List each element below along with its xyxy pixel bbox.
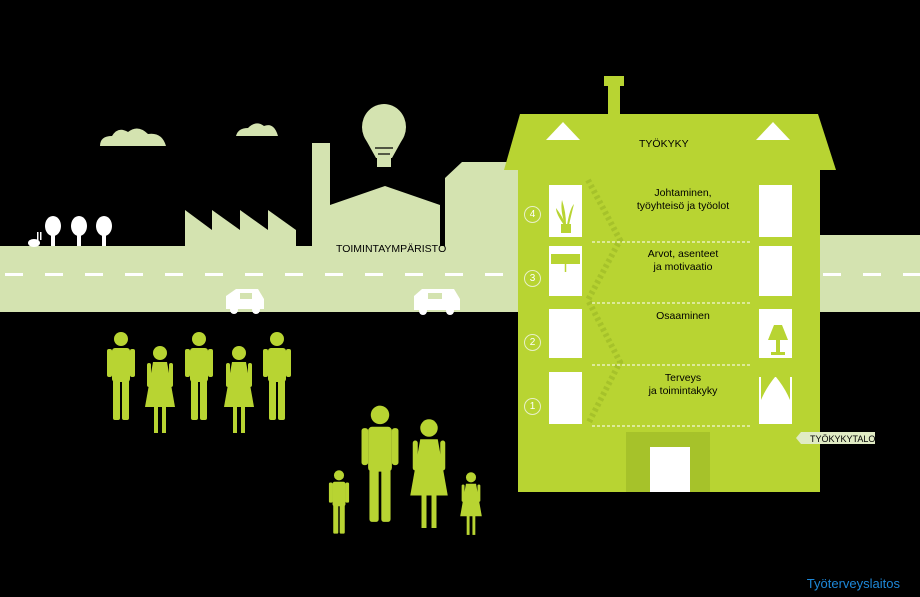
picture-icon — [551, 254, 580, 272]
floor-4-text: Johtaminen, työyhteisö ja työolot — [636, 187, 730, 212]
people-group-icon — [107, 332, 291, 433]
environment-label: TOIMINTAYMPÄRISTÖ — [336, 243, 447, 255]
floor-1-number: 1 — [524, 398, 541, 415]
snail-icon — [28, 232, 42, 247]
cloud-icon — [100, 128, 166, 146]
lamp-icon — [768, 325, 788, 355]
floor-1-text: Terveys ja toimintakyky — [648, 372, 718, 397]
van-icon — [414, 289, 460, 315]
house-label: TYÖKYKYTALO — [810, 434, 876, 444]
floor-3-number: 3 — [524, 270, 541, 287]
plant-icon — [556, 200, 574, 233]
trees-icon — [45, 216, 112, 246]
roof-label: TYÖKYKY — [639, 138, 689, 150]
hot-air-balloon-icon — [362, 104, 406, 167]
floor-2-number: 2 — [524, 334, 541, 351]
family-icon — [328, 405, 482, 535]
floor-3-text: Arvot, asenteet ja motivaatio — [647, 248, 719, 273]
van-icon — [226, 289, 264, 314]
floor-4-number: 4 — [524, 206, 541, 223]
curtain-icon — [759, 372, 792, 400]
cloud-icon — [236, 123, 278, 136]
floor-dividers — [592, 241, 750, 427]
road-markings — [5, 273, 920, 276]
floor-2-text: Osaaminen — [656, 310, 710, 322]
house-label-tag — [796, 432, 875, 444]
brand-logo: Työterveyslaitos — [806, 576, 900, 591]
